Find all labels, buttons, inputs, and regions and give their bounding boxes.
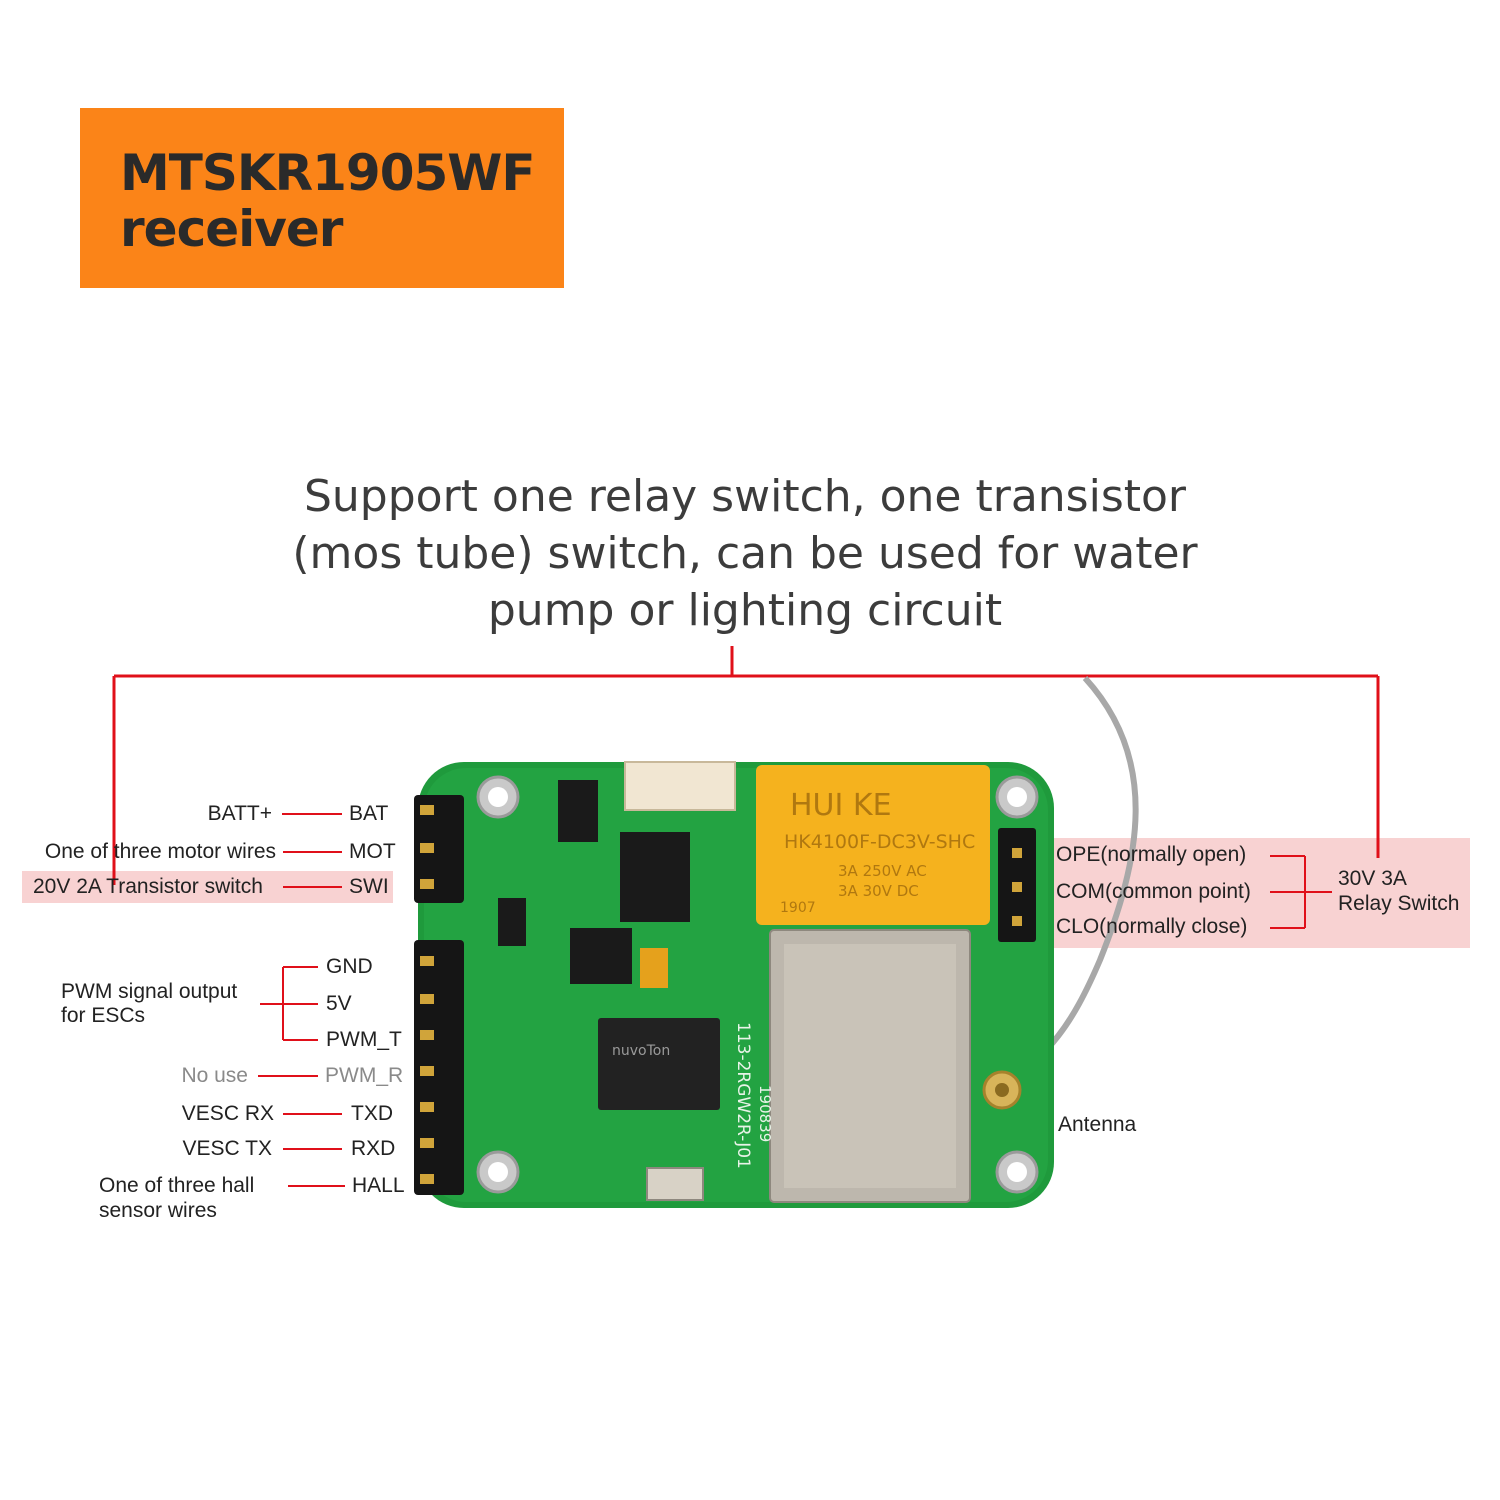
batt-label: BATT+ [207,802,272,825]
relay-date-code: 1907 [780,900,816,916]
antenna-label: Antenna [1058,1113,1137,1136]
relay-terminal-ope: OPE(normally open) [1056,843,1247,866]
relay-terminal-com: COM(common point) [1056,880,1251,903]
swi-pin: SWI [349,875,389,898]
headline-line-1: Support one relay switch, one transistor [303,471,1187,522]
mcu-brand: nuvoTon [612,1043,670,1059]
pcb-board: HUI KE HK4100F-DC3V-SHC 3A 250V AC 3A 30… [414,761,1054,1208]
board-date: 190839 [756,1085,774,1142]
relay-bracket [1270,855,1332,929]
left-leader-lines [258,813,345,1187]
pwm-r-pin: PWM_R [325,1064,404,1087]
gnd-pin: GND [326,955,373,978]
title-badge: MTSKR1905WF receiver [80,108,564,288]
no-use-label: No use [181,1064,248,1087]
pwm-output-label-2: for ESCs [61,1004,146,1027]
bat-pin: BAT [349,802,389,825]
vesc-tx-label: VESC TX [182,1137,272,1160]
vesc-rx-label: VESC RX [181,1102,274,1125]
esc-bracket [260,966,318,1041]
relay-switch-label: Relay Switch [1338,892,1460,915]
mot-pin: MOT [349,840,396,863]
pwm-t-pin: PWM_T [326,1028,402,1051]
relay-rating-ac: 3A 250V AC [838,862,927,880]
headline-bracket [112,646,1380,885]
txd-pin: TXD [351,1102,393,1125]
relay-rating-label: 30V 3A [1338,867,1407,890]
relay-terminal-clo: CLO(normally close) [1056,915,1248,938]
relay-brand: HUI KE [790,788,892,823]
transistor-switch-label: 20V 2A Transistor switch [33,875,263,898]
headline-line-3: pump or lighting circuit [487,585,1003,636]
hall-label-1: One of three hall [99,1174,255,1197]
product-title: MTSKR1905WF [120,144,536,202]
5v-pin: 5V [326,992,352,1015]
product-subtitle: receiver [120,200,343,258]
motor-wire-label: One of three motor wires [44,840,276,863]
pwm-output-label-1: PWM signal output [61,980,238,1003]
relay-rating-dc: 3A 30V DC [838,882,919,900]
hall-label-2: sensor wires [99,1199,217,1222]
rxd-pin: RXD [351,1137,396,1160]
hall-pin: HALL [352,1174,405,1197]
relay-model: HK4100F-DC3V-SHC [784,831,975,853]
headline: Support one relay switch, one transistor… [230,468,1260,639]
relay-switch-highlight [1049,838,1470,948]
board-code: 113-2RGW2R-J01 [733,1022,753,1169]
headline-line-2: (mos tube) switch, can be used for water [292,528,1198,579]
